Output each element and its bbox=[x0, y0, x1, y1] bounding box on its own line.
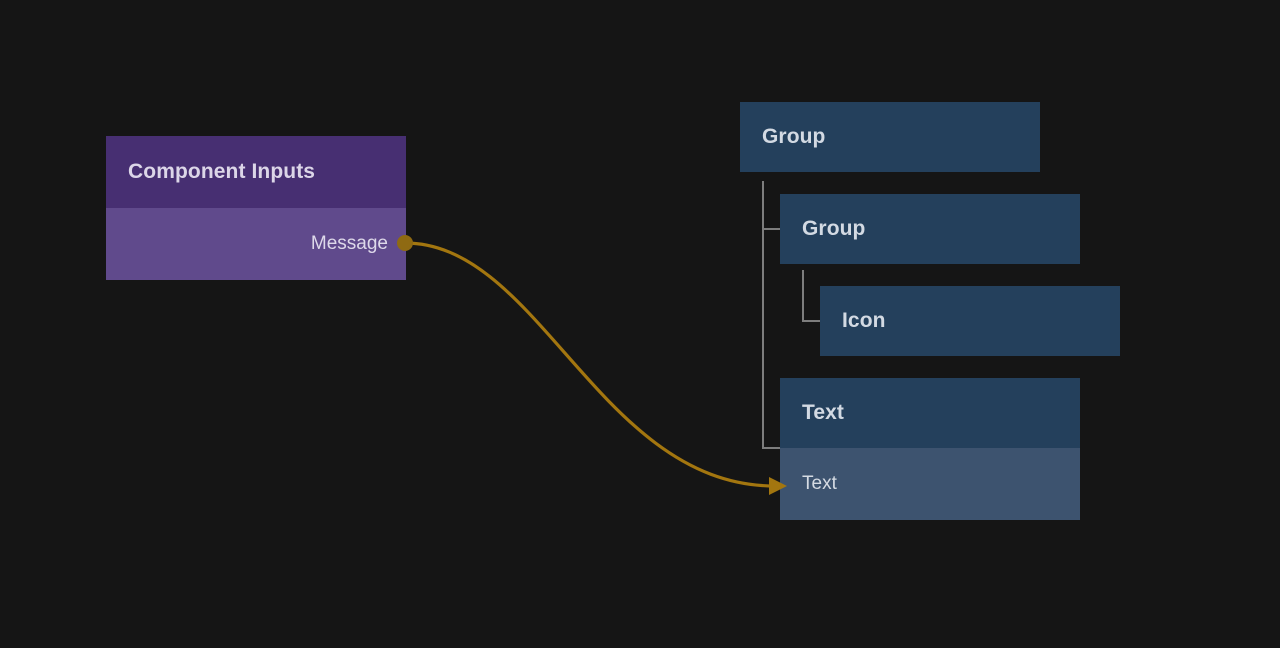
tree-node-group-1[interactable]: Group bbox=[740, 102, 1040, 172]
tree-node-text[interactable]: Text Text bbox=[780, 378, 1080, 520]
tree-node-text-label: Text bbox=[802, 401, 845, 424]
tree-node-icon-header[interactable]: Icon bbox=[820, 286, 1120, 356]
tree-node-icon[interactable]: Icon bbox=[820, 286, 1120, 356]
component-inputs-node[interactable]: Component Inputs Message bbox=[106, 136, 406, 280]
component-inputs-title: Component Inputs bbox=[128, 160, 316, 183]
message-output-row[interactable]: Message bbox=[106, 208, 406, 280]
tree-node-icon-label: Icon bbox=[842, 309, 886, 332]
message-output-label: Message bbox=[310, 233, 388, 254]
connection-wire-message-to-text[interactable] bbox=[403, 241, 777, 488]
tree-node-group-2-header[interactable]: Group bbox=[780, 194, 1080, 264]
tree-node-text-input-label: Text bbox=[802, 473, 837, 494]
tree-node-text-header[interactable]: Text bbox=[780, 378, 1080, 448]
tree-node-group-2[interactable]: Group bbox=[780, 194, 1080, 264]
component-inputs-header[interactable]: Component Inputs bbox=[106, 136, 406, 208]
tree-node-group-1-header[interactable]: Group bbox=[740, 102, 1040, 172]
tree-node-group-2-label: Group bbox=[802, 217, 866, 240]
tree-node-group-1-label: Group bbox=[762, 125, 826, 148]
tree-node-text-input-row[interactable]: Text bbox=[780, 448, 1080, 520]
